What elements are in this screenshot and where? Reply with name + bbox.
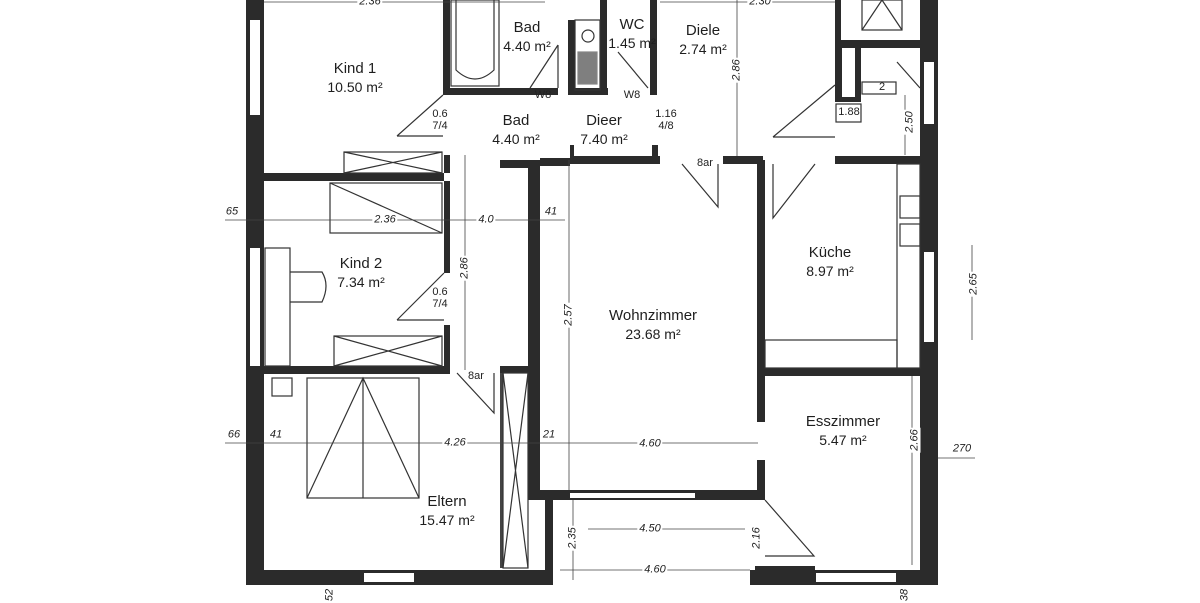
room-name: Kind 1 [333,59,377,77]
dimension-label: 2.86 [730,57,743,83]
dimension-label: 4.0 [476,213,496,226]
plan-tag: 8ar [697,156,713,169]
dimension-label: 21 [540,428,558,441]
dimension-label: 4.26 [442,436,468,449]
room-name: Wohnzimmer [608,306,698,324]
plan-tag: W8 [534,88,552,101]
room-area: 7.34 m² [337,273,385,290]
room-area: 5.47 m² [819,431,867,448]
room-area: 2.74 m² [679,40,727,57]
room-area: 4.40 m² [503,37,551,54]
room-area: 4.40 m² [492,130,540,147]
dimension-label: 2.16 [750,525,763,551]
fixtures [264,0,921,569]
dimension-label: 65 [223,205,241,218]
room-area: 1.45 m² [608,34,656,51]
dimension-label: 41 [542,205,560,218]
plan-tag: W8 [623,88,641,101]
plan-tag: 0.6 7/4 [432,285,448,310]
room-area: 15.47 m² [419,511,475,528]
dimension-label: 2.65 [967,271,980,297]
dimension-label: 4.50 [637,522,663,535]
room-name: Küche [808,243,852,261]
dimension-label: 2.36 [357,0,383,8]
plan-tag: 1.88 [838,105,860,118]
dimension-label: 4.60 [642,563,668,576]
dimension-label: 41 [267,428,285,441]
dimension-label: 2.30 [747,0,773,8]
dimension-label: 2.57 [562,302,575,328]
room-name: Dieer [586,111,622,129]
dimension-label: 66 [225,428,243,441]
dimension-label: 2.36 [372,213,398,226]
room-area: 23.68 m² [625,325,681,342]
room-area: 10.50 m² [327,78,383,95]
room-name: Bad [513,18,541,36]
room-name: Bad [502,111,530,129]
room-name: Diele [685,21,721,39]
dimension-label: 270 [950,442,974,455]
plan-tag: 1.16 4/8 [655,107,677,132]
plan-tag: 0.6 7/4 [432,107,448,132]
plan-tag: 2 [878,80,886,93]
room-area: 7.40 m² [580,130,628,147]
dimension-label: 38 [898,586,911,603]
dimension-label: 2.66 [908,427,921,453]
room-name: WC [619,15,645,33]
plan-tag: 8ar [468,369,484,382]
dimension-label: 2.50 [903,109,916,135]
dimension-label: 2.86 [458,255,471,281]
room-name: Kind 2 [339,254,383,272]
room-name: Eltern [427,492,467,510]
dimension-label: 4.60 [637,437,663,450]
dimension-label: 2.35 [566,525,579,551]
dimension-label: 52 [323,586,336,603]
room-name: Esszimmer [805,412,881,430]
walls [246,0,938,585]
room-area: 8.97 m² [806,262,854,279]
